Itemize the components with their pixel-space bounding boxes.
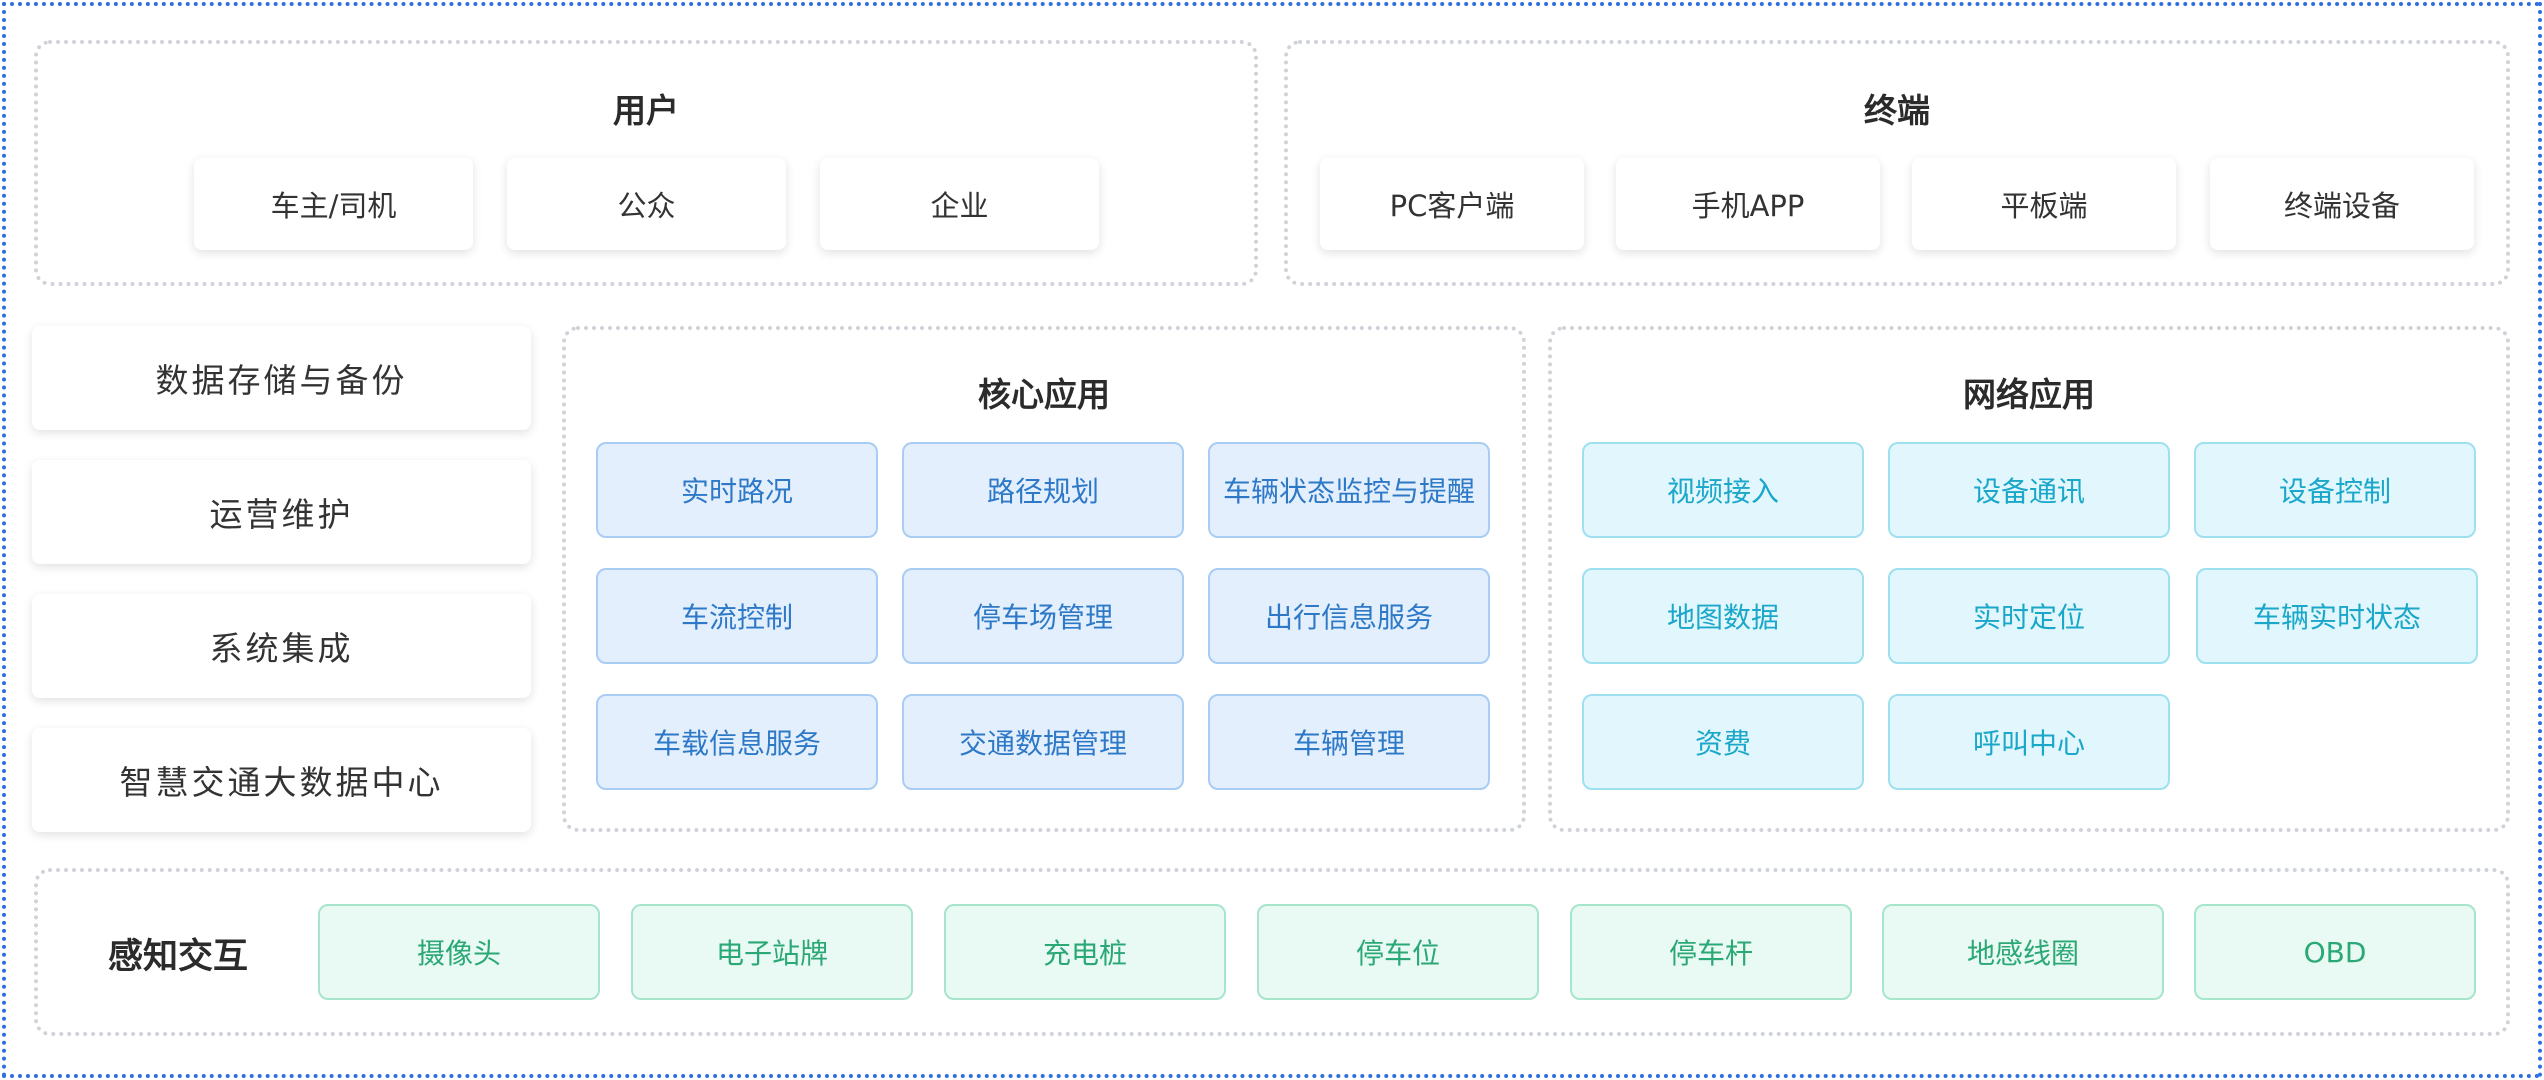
sensing-tile-camera: 摄像头 <box>318 904 600 1000</box>
core-tile-parking-management: 停车场管理 <box>902 568 1184 664</box>
terminal-card-mobile: 手机APP <box>1616 158 1880 250</box>
user-card-enterprise: 企业 <box>820 158 1099 250</box>
user-card-public: 公众 <box>507 158 786 250</box>
network-tile-map-data: 地图数据 <box>1582 568 1864 664</box>
network-tile-vehicle-status: 车辆实时状态 <box>2196 568 2478 664</box>
users-title: 用户 <box>613 91 679 130</box>
core-tile-traffic-flow: 车流控制 <box>596 568 878 664</box>
side-card-operations: 运营维护 <box>32 460 531 564</box>
core-title: 核心应用 <box>978 375 1110 414</box>
user-card-driver: 车主/司机 <box>194 158 473 250</box>
terminal-card-tablet: 平板端 <box>1912 158 2176 250</box>
sensing-tile-e-stop-sign: 电子站牌 <box>631 904 913 1000</box>
core-tile-traffic-data: 交通数据管理 <box>902 694 1184 790</box>
sensing-tile-induction-loop: 地感线圈 <box>1882 904 2164 1000</box>
network-title: 网络应用 <box>1963 375 2095 414</box>
terminal-card-device: 终端设备 <box>2210 158 2474 250</box>
sensing-tile-parking-space: 停车位 <box>1257 904 1539 1000</box>
network-tile-billing: 资费 <box>1582 694 1864 790</box>
core-tile-route-planning: 路径规划 <box>902 442 1184 538</box>
core-tile-realtime-traffic: 实时路况 <box>596 442 878 538</box>
terminals-title: 终端 <box>1864 91 1930 130</box>
core-tile-travel-info: 出行信息服务 <box>1208 568 1490 664</box>
sensing-tile-charging-pile: 充电桩 <box>944 904 1226 1000</box>
core-tile-vehicle-management: 车辆管理 <box>1208 694 1490 790</box>
side-card-bigdata-center: 智慧交通大数据中心 <box>32 728 531 832</box>
sensing-title: 感知交互 <box>108 937 249 977</box>
network-tile-device-control: 设备控制 <box>2194 442 2476 538</box>
network-tile-realtime-location: 实时定位 <box>1888 568 2170 664</box>
sensing-tile-parking-barrier: 停车杆 <box>1570 904 1852 1000</box>
side-card-integration: 系统集成 <box>32 594 531 698</box>
network-tile-video-access: 视频接入 <box>1582 442 1864 538</box>
side-card-storage: 数据存储与备份 <box>32 326 531 430</box>
terminal-card-pc: PC客户端 <box>1320 158 1584 250</box>
core-tile-vehicle-monitoring: 车辆状态监控与提醒 <box>1208 442 1490 538</box>
network-tile-call-center: 呼叫中心 <box>1888 694 2170 790</box>
core-tile-onboard-info: 车载信息服务 <box>596 694 878 790</box>
sensing-tile-obd: OBD <box>2194 904 2476 1000</box>
network-tile-device-comm: 设备通讯 <box>1888 442 2170 538</box>
